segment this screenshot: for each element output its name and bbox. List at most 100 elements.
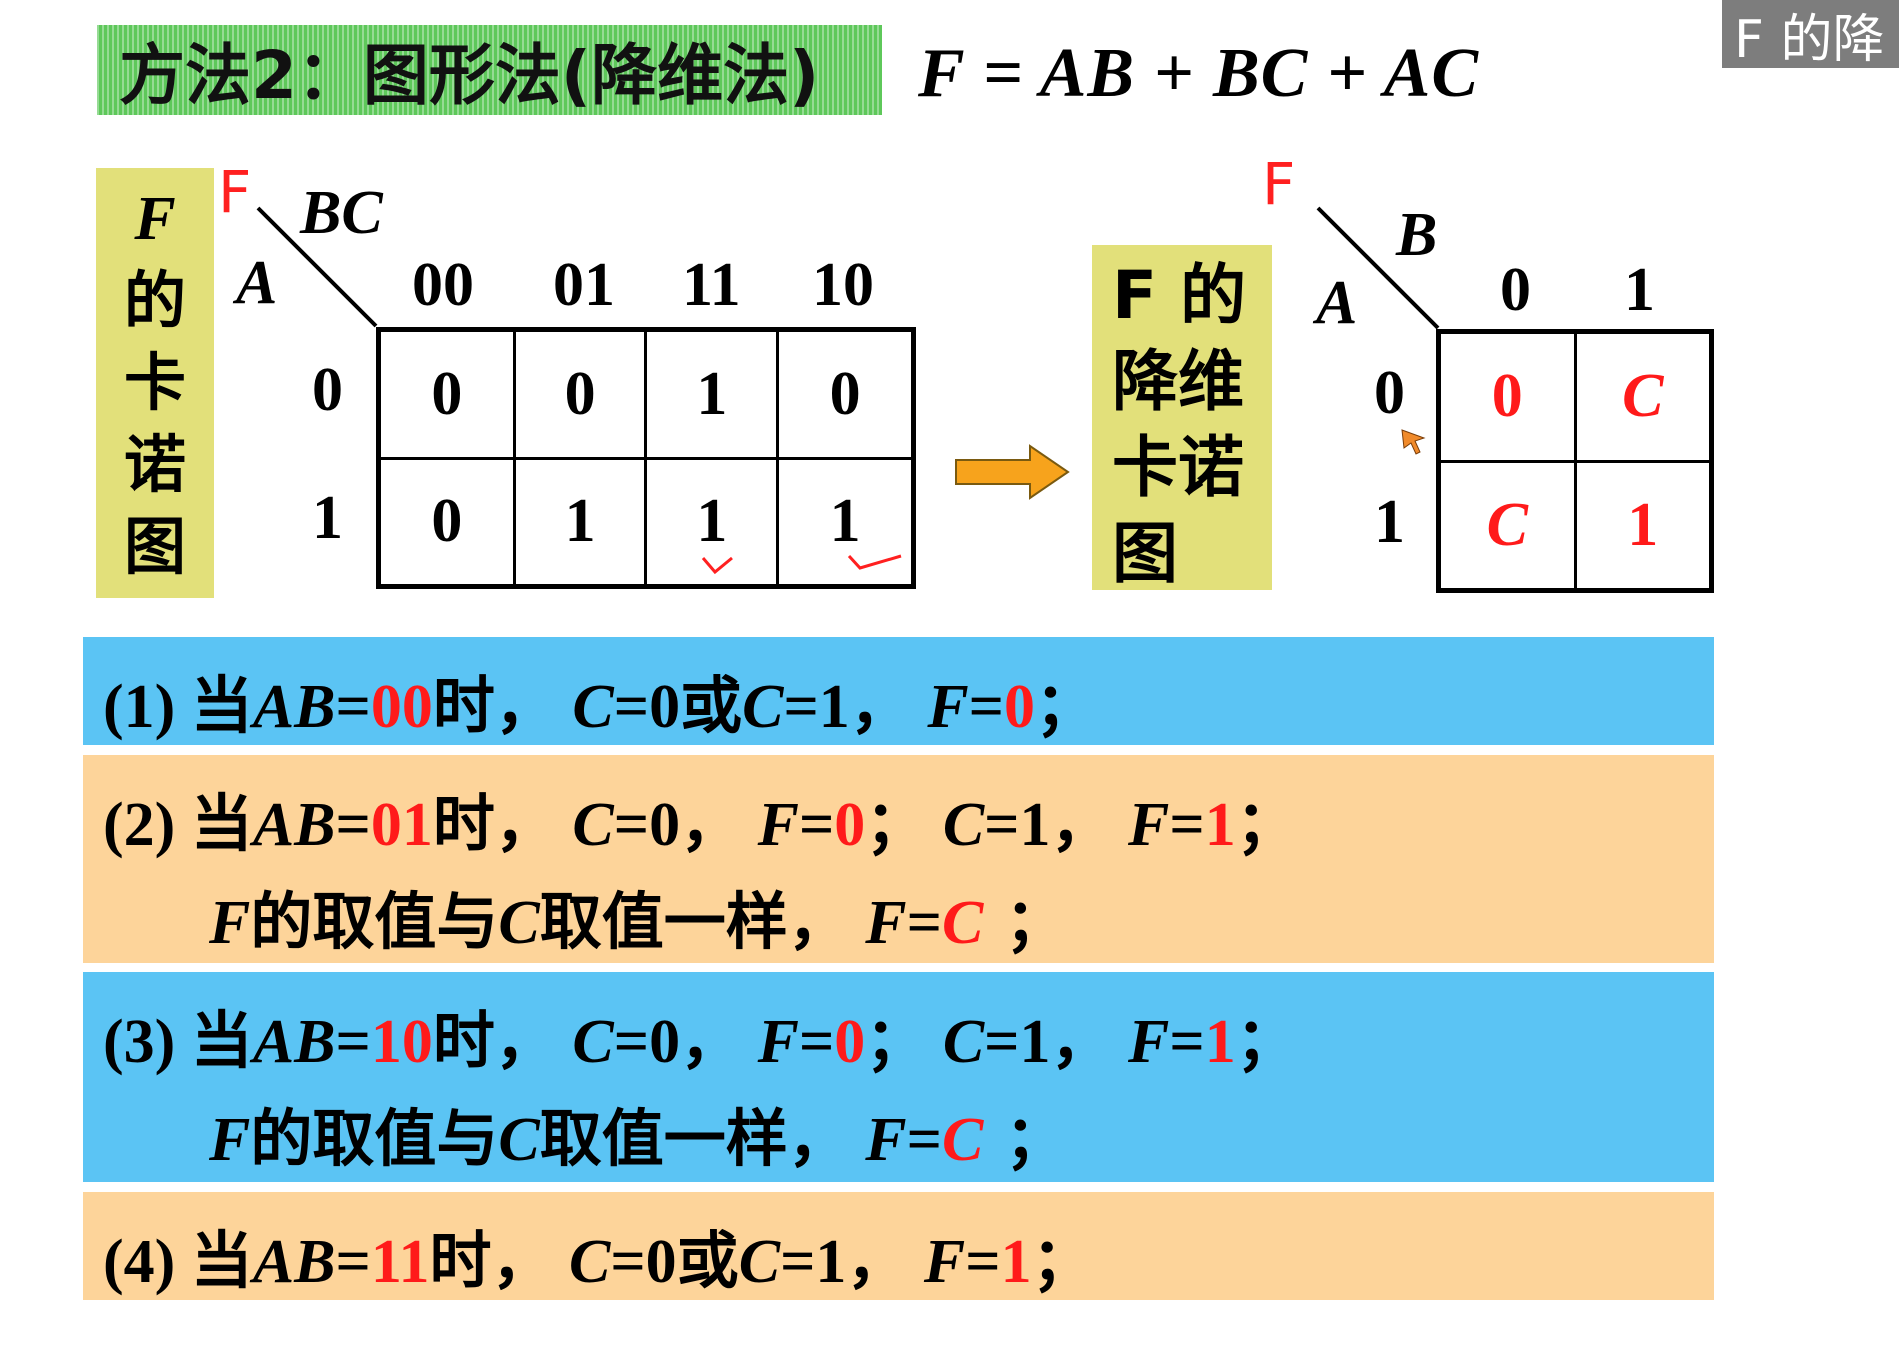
case-number: (2) [103, 791, 176, 859]
var-ab: AB [252, 673, 336, 741]
ab-value: 11 [370, 1228, 430, 1296]
reduced-handwritten-f: F [1262, 150, 1296, 218]
case-text: 时， [432, 1004, 557, 1077]
kmap-row-header: 1 [312, 484, 343, 552]
case-text: =1， [783, 673, 912, 741]
var-f: F [1128, 791, 1170, 859]
case-text: = [798, 791, 835, 859]
reduced-kmap-label: F 的 降维 卡诺 图 [1092, 245, 1272, 592]
kmap-col-header: 11 [682, 251, 741, 319]
ab-value: 00 [370, 673, 433, 741]
var-f: F [1128, 1008, 1170, 1076]
kmap-label-char: 诺 [123, 428, 186, 501]
f-value: C [941, 889, 984, 957]
reduced-row-header: 1 [1374, 488, 1405, 556]
case-text: =1， [984, 1008, 1113, 1076]
var-c: C [942, 791, 985, 859]
case-text: = [906, 1106, 942, 1174]
var-ab: AB [252, 1008, 336, 1076]
kmap-cell: 0 [776, 328, 915, 460]
var-c: C [742, 673, 784, 741]
reduced-corner-diagonal [1316, 206, 1440, 330]
kmap-row: 0 1 1 1 [377, 456, 915, 588]
kmap-cell: 1 [644, 328, 780, 460]
case-text: 当 [190, 1224, 253, 1297]
var-f: F [865, 1106, 907, 1174]
kmap-cell: 0 [512, 328, 648, 460]
case-text: 或 [676, 1224, 739, 1297]
case-row-1: (1) 当AB=00时， C=0或C=1， F=0； [83, 637, 1714, 745]
case-text: ； [1031, 1224, 1094, 1297]
case-text: 取值一样， [539, 885, 850, 958]
case-text: =1， [984, 791, 1113, 859]
video-chapter-label: F 的降 [1722, 0, 1899, 68]
case-text: 的取值与 [250, 1102, 499, 1175]
f-value: 1 [1204, 1008, 1236, 1076]
reduced-label-line: 降维 [1112, 343, 1244, 420]
kmap-col-header: 01 [553, 251, 615, 319]
reduced-cell: C [1573, 330, 1713, 463]
reduced-row-header: 0 [1374, 359, 1405, 427]
case-text: 时， [432, 669, 557, 742]
var-f: F [757, 1008, 799, 1076]
var-c: C [738, 1228, 781, 1296]
case-text: 取值一样， [539, 1102, 850, 1175]
case-text: ； [1235, 787, 1298, 860]
kmap-corner-bc: BC [300, 179, 383, 247]
var-c: C [942, 1008, 985, 1076]
case-text: = [335, 1228, 371, 1296]
case-text: = [335, 1008, 371, 1076]
kmap-col-header: 00 [412, 251, 474, 319]
reduced-cell: 1 [1573, 459, 1713, 592]
case-number: (4) [103, 1228, 176, 1296]
check-mark-icon [847, 554, 902, 570]
case-text: 当 [190, 1004, 253, 1077]
case-text: ； [983, 885, 1067, 958]
reduced-label-line: F 的 [1112, 257, 1247, 334]
case-text: = [335, 673, 371, 741]
f-value: 0 [834, 1008, 866, 1076]
case-text: = [906, 889, 942, 957]
case-text: 的取值与 [250, 885, 499, 958]
case-text: 或 [680, 669, 743, 742]
case-text: ； [983, 1102, 1067, 1175]
var-f: F [757, 791, 799, 859]
case-text: =0， [613, 1008, 743, 1076]
case-text: ； [865, 1004, 928, 1077]
var-c: C [568, 1228, 611, 1296]
f-value: C [941, 1106, 984, 1174]
case-line: F的取值与C取值一样， F=C ； [103, 871, 1714, 961]
karnaugh-map: 0 0 1 0 0 1 1 1 [376, 327, 916, 589]
kmap-label-char: 图 [123, 510, 186, 583]
case-number: (1) [103, 673, 176, 741]
kmap-col-header: 10 [812, 251, 874, 319]
case-line: (2) 当AB=01时， C=0， F=0； C=1， F=1； [103, 773, 1714, 863]
var-f: F [923, 1228, 966, 1296]
case-row-2: (2) 当AB=01时， C=0， F=0； C=1， F=1； F的取值与C取… [83, 755, 1714, 963]
case-line: (3) 当AB=10时， C=0， F=0； C=1， F=1； [103, 990, 1714, 1080]
check-mark-icon [701, 556, 733, 575]
case-text: ； [1035, 669, 1098, 742]
kmap-cell: 1 [776, 456, 915, 588]
f-value: 0 [1004, 673, 1036, 741]
kmap-corner-a: A [236, 249, 278, 317]
kmap-cell: 0 [377, 328, 516, 460]
case-text: =0 [610, 1228, 677, 1296]
slide-title-text: 方法2：图形法(降维法) [119, 37, 820, 114]
reduced-cell: 0 [1437, 330, 1577, 463]
right-arrow-icon [955, 444, 1070, 500]
reduced-label-line: 图 [1112, 515, 1178, 592]
boolean-formula: F = AB + BC + AC [918, 35, 1480, 112]
var-ab: AB [252, 1228, 336, 1296]
var-c: C [572, 673, 614, 741]
var-c: C [572, 791, 614, 859]
f-value: 1 [1204, 791, 1236, 859]
case-text: = [1169, 791, 1205, 859]
case-text: =0， [613, 791, 743, 859]
reduced-corner-a: A [1316, 269, 1358, 337]
kmap-label: F 的 卡 诺 图 [96, 168, 214, 598]
reduced-col-header: 0 [1500, 256, 1531, 324]
kmap-label-char: 的 [123, 264, 186, 337]
reduced-row: C 1 [1437, 459, 1713, 592]
case-text: 时， [429, 1224, 554, 1297]
